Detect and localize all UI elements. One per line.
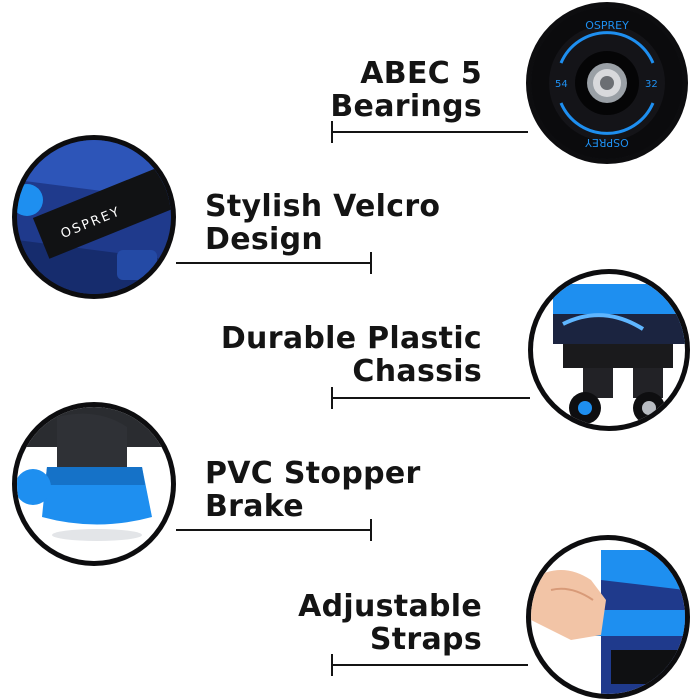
pointer-line-end bbox=[331, 654, 333, 676]
feature-title-line2: Design bbox=[205, 222, 324, 257]
feature-label: PVC Stopper Brake bbox=[205, 457, 421, 523]
pointer-line bbox=[176, 529, 372, 531]
feature-label: Durable Plastic Chassis bbox=[221, 322, 482, 388]
brake-stopper-icon bbox=[12, 402, 176, 566]
pointer-line bbox=[176, 262, 372, 264]
skate-chassis-icon bbox=[528, 269, 690, 431]
pointer-line-end bbox=[331, 121, 333, 143]
wheel-brand-text-bottom: OSPREY bbox=[585, 136, 629, 149]
feature-label: Stylish Velcro Design bbox=[205, 190, 440, 256]
pointer-line bbox=[332, 664, 528, 666]
pointer-line bbox=[332, 131, 528, 133]
pointer-line-end bbox=[331, 387, 333, 409]
feature-title-line2: Straps bbox=[369, 622, 482, 657]
strap-brand-text: OSPREY bbox=[59, 204, 124, 242]
feature-title-line2: Chassis bbox=[352, 354, 482, 389]
velcro-strap-icon: OSPREY bbox=[12, 135, 176, 299]
feature-label: Adjustable Straps bbox=[298, 590, 482, 656]
feature-title-line1: Adjustable bbox=[298, 589, 482, 624]
pointer-line bbox=[332, 397, 530, 399]
skate-wheel-icon: OSPREY OSPREY 54 32 bbox=[526, 2, 688, 164]
feature-title-line2: Brake bbox=[205, 489, 304, 524]
hand-strap-icon bbox=[526, 535, 690, 699]
wheel-hardness-text: 32 bbox=[645, 79, 658, 90]
wheel-brand-text: OSPREY bbox=[585, 19, 629, 32]
feature-title-line1: Durable Plastic bbox=[220, 321, 482, 356]
feature-title-line1: ABEC 5 bbox=[360, 56, 482, 91]
wheel-size-text: 54 bbox=[555, 79, 568, 90]
pointer-line-end bbox=[370, 252, 372, 274]
pointer-line-end bbox=[370, 519, 372, 541]
feature-title-line2: Bearings bbox=[330, 89, 482, 124]
feature-title-line1: PVC Stopper bbox=[205, 456, 421, 491]
feature-title-line1: Stylish Velcro bbox=[205, 189, 441, 224]
feature-label: ABEC 5 Bearings bbox=[330, 57, 482, 123]
